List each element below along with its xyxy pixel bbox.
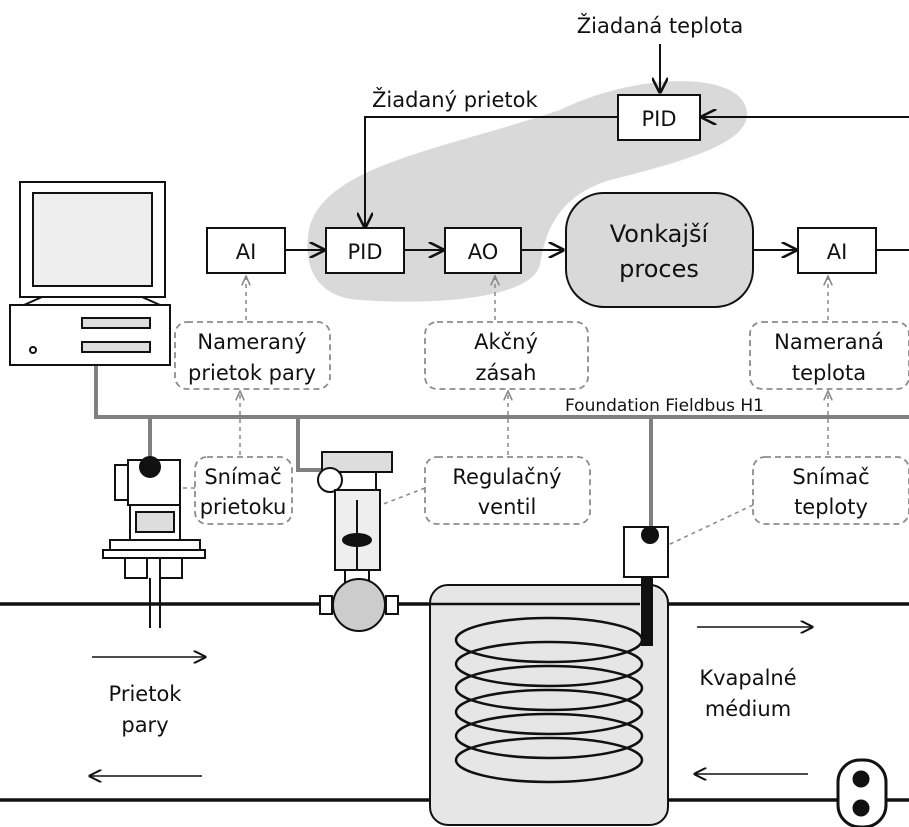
- flow-sensor-line1: Snímač: [204, 465, 281, 489]
- outer-pid-label: PID: [641, 107, 676, 131]
- measured-temp-line2: teplota: [792, 361, 866, 385]
- liquid-medium-line2: médium: [705, 697, 791, 721]
- ao-label: AO: [468, 240, 499, 264]
- temp-sensor-line2: teploty: [794, 495, 868, 519]
- ai-flow-block: [206, 227, 286, 274]
- action-line2: zásah: [475, 361, 536, 385]
- flow-sensor-line2: prietoku: [200, 495, 287, 519]
- temp-sensor-line1: Snímač: [792, 465, 869, 489]
- computer-icon: [9, 181, 171, 366]
- measured-flow-line1: Nameraný: [197, 330, 306, 354]
- external-process-block: [565, 192, 754, 308]
- setpoint-flow-label: Žiadaný prietok: [372, 87, 539, 112]
- valve-line2: ventil: [478, 495, 537, 519]
- heating-coil: [430, 602, 644, 784]
- action-line1: Akčný: [474, 330, 538, 354]
- setpoint-temperature-label: Žiadaná teplota: [577, 13, 743, 38]
- fieldbus-label: Foundation Fieldbus H1: [565, 396, 764, 416]
- callout-action: [424, 321, 589, 390]
- ao-block: [444, 227, 522, 274]
- fieldbus-drop-valve: [296, 417, 322, 472]
- flow-setpoint-arrow: [365, 116, 618, 227]
- measured-flow-line2: prietok pary: [188, 361, 316, 385]
- process-label-line1: Vonkajší: [610, 220, 710, 248]
- callout-flow-sensor: [194, 456, 293, 525]
- callout-measured-temp: [749, 321, 909, 390]
- valve-line1: Regulačný: [452, 465, 561, 489]
- fieldbus-line: [94, 365, 909, 419]
- ai-flow-label: AI: [236, 240, 257, 264]
- steam-flow-line1: Prietok: [109, 682, 183, 706]
- callout-temp-sensor: [752, 456, 909, 525]
- steam-flow-line2: pary: [121, 713, 168, 737]
- flow-sensor-device: [102, 456, 206, 628]
- inner-pid-block: [325, 227, 405, 274]
- measured-temp-line1: Nameraná: [774, 330, 884, 354]
- callout-control-valve: [424, 456, 591, 525]
- tank: [429, 584, 669, 826]
- dashed-link-temp-sensor: [667, 504, 754, 546]
- callout-measured-flow: [174, 321, 331, 390]
- liquid-medium-line1: Kvapalné: [699, 666, 796, 690]
- ai-temp-label: AI: [827, 240, 848, 264]
- process-label-line2: proces: [619, 255, 699, 283]
- pump-icon: [836, 758, 888, 827]
- inner-pid-label: PID: [347, 240, 382, 264]
- dashed-link-valve: [372, 487, 426, 509]
- control-valve-device: [317, 451, 399, 632]
- temperature-sensor-device: [623, 526, 669, 646]
